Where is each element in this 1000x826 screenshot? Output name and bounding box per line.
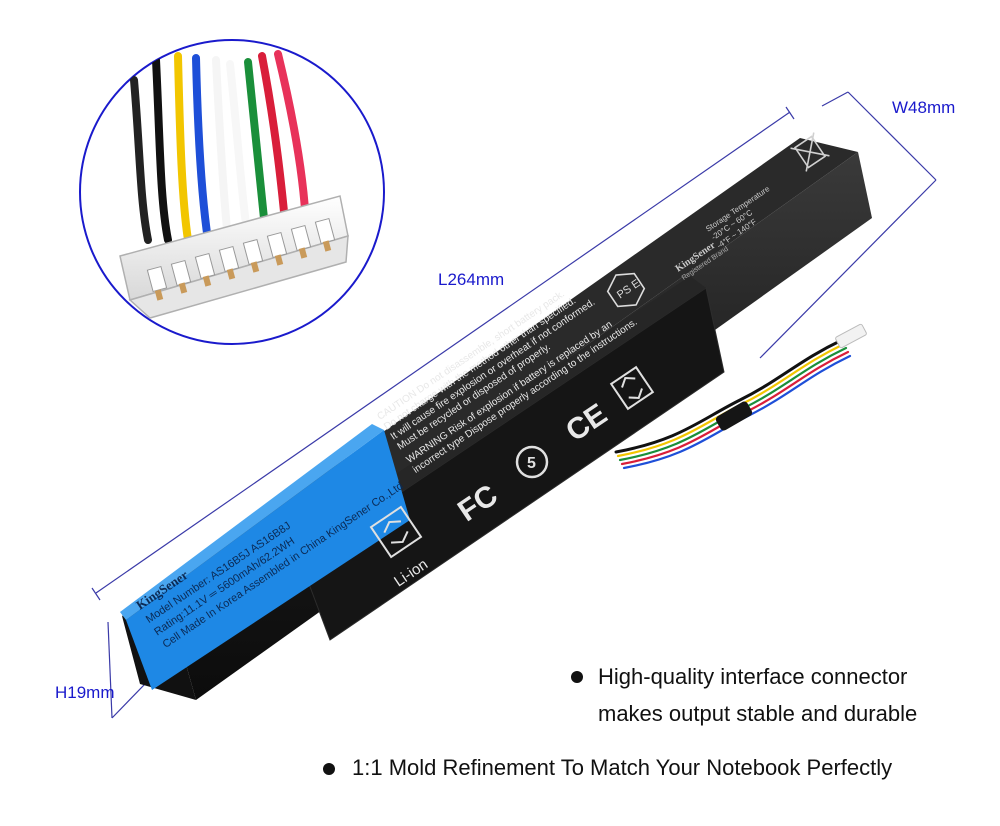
recycle-five-mark: 5 — [515, 445, 549, 479]
inset-connector-pins — [146, 217, 336, 293]
cable-sleeve — [715, 401, 753, 431]
feature-1-line-2: makes output stable and durable — [598, 701, 918, 726]
feature-bullet-2 — [323, 763, 335, 775]
feature-1-line-1: High-quality interface connector — [598, 664, 908, 689]
length-dimension-guide — [91, 106, 795, 601]
height-label: H19mm — [55, 683, 115, 702]
width-label: W48mm — [892, 98, 956, 117]
bin-crossed-icon — [790, 132, 830, 172]
li-ion-recycle-mark — [369, 505, 423, 559]
length-label: L264mm — [438, 270, 505, 289]
battery-blue-label-top — [120, 424, 384, 620]
feature-bullet-1 — [571, 671, 583, 683]
width-dimension-guide — [759, 91, 937, 359]
feature-2-line-1: 1:1 Mold Refinement To Match Your Notebo… — [352, 755, 893, 780]
battery-blue-label — [126, 430, 410, 690]
small-cable-connector — [835, 323, 867, 349]
battery-pack — [120, 138, 872, 700]
inset-connector-housing — [119, 195, 349, 319]
recycle-five-text: 5 — [527, 455, 536, 472]
recycle-box-mark — [609, 365, 655, 411]
inset-connector-contacts — [154, 240, 332, 301]
connector-zoom-inset — [79, 39, 385, 345]
